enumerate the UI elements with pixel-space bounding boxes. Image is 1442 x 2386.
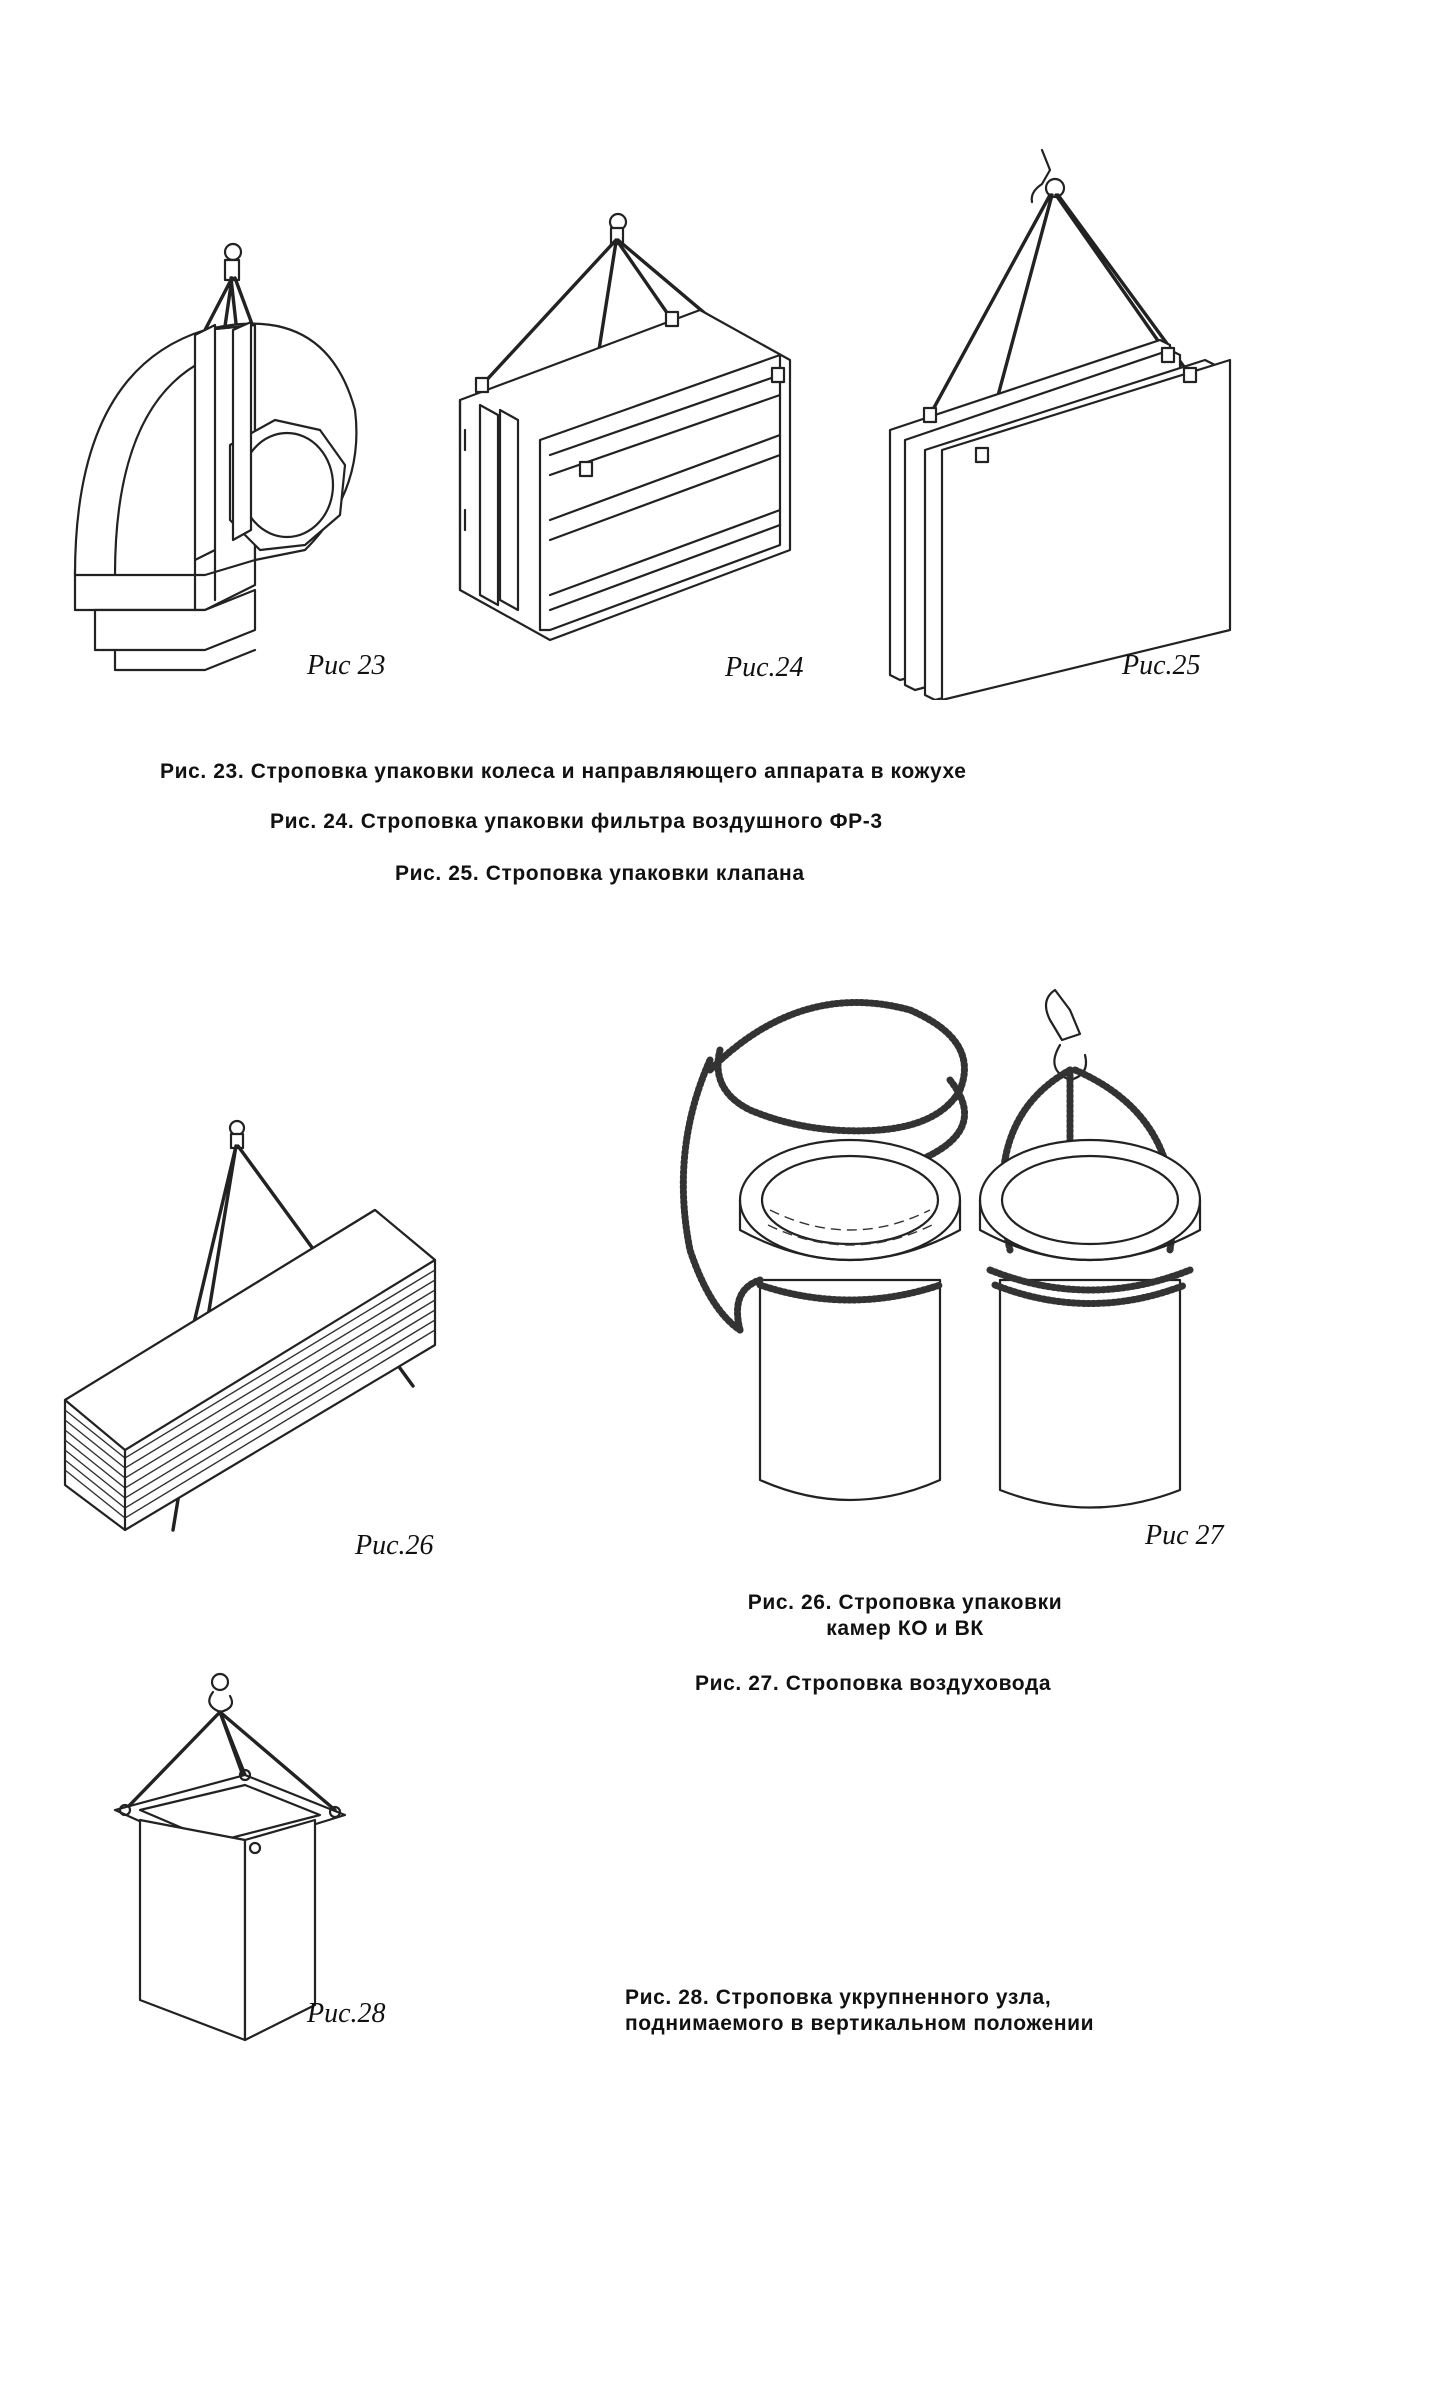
figure-28: Рис.28 [95, 1660, 395, 2060]
figure-23-label: Рис 23 [307, 650, 386, 681]
figure-27-label: Рис 27 [1145, 1520, 1224, 1551]
figure-26-label: Рис.26 [355, 1530, 434, 1561]
figure-24: Рис.24 [440, 200, 820, 683]
figure-27: Рис 27 [650, 950, 1250, 1551]
duct-cylinder-right [978, 1138, 1202, 1509]
caption-fig-28-line-2: поднимаемого в вертикальном положении [625, 2012, 1095, 2035]
caption-fig-24: Рис. 24. Строповка упаковки фильтра возд… [270, 810, 883, 833]
caption-fig-27: Рис. 27. Строповка воздуховода [695, 1672, 1052, 1695]
caption-fig-26: Рис. 26. Строповка упаковки камер КО и В… [700, 1590, 1110, 1642]
air-duct-lifting-drawing [679, 988, 1202, 1509]
caption-fig-23: Рис. 23. Строповка упаковки колеса и нап… [160, 760, 967, 783]
caption-fig-26-line-1: Рис. 26. Строповка упаковки [747, 1591, 1063, 1614]
assembled-unit-vertical-lift-drawing [113, 1672, 347, 2042]
chamber-panels-stack-drawing [63, 1119, 437, 1532]
figure-26: Рис.26 [55, 1100, 455, 1561]
figure-25-label: Рис.25 [1122, 650, 1201, 681]
caption-fig-26-line-2: камер КО и ВК [826, 1617, 984, 1640]
figure-28-label: Рис.28 [307, 1998, 386, 2029]
valve-package-drawing [888, 148, 1232, 700]
duct-cylinder-left [734, 1138, 962, 1502]
caption-fig-28: Рис. 28. Строповка укрупненного узла, по… [625, 1985, 1094, 2037]
fan-wheel-casing-drawing [73, 242, 358, 672]
figure-25: Рис.25 [870, 140, 1250, 700]
panel-stack [63, 1208, 437, 1532]
figure-23: Рис 23 [55, 230, 395, 700]
air-filter-package-drawing [458, 212, 792, 642]
caption-fig-25: Рис. 25. Строповка упаковки клапана [395, 862, 805, 885]
figure-24-label: Рис.24 [725, 652, 804, 683]
caption-fig-28-line-1: Рис. 28. Строповка укрупненного узла, [625, 1986, 1052, 2009]
